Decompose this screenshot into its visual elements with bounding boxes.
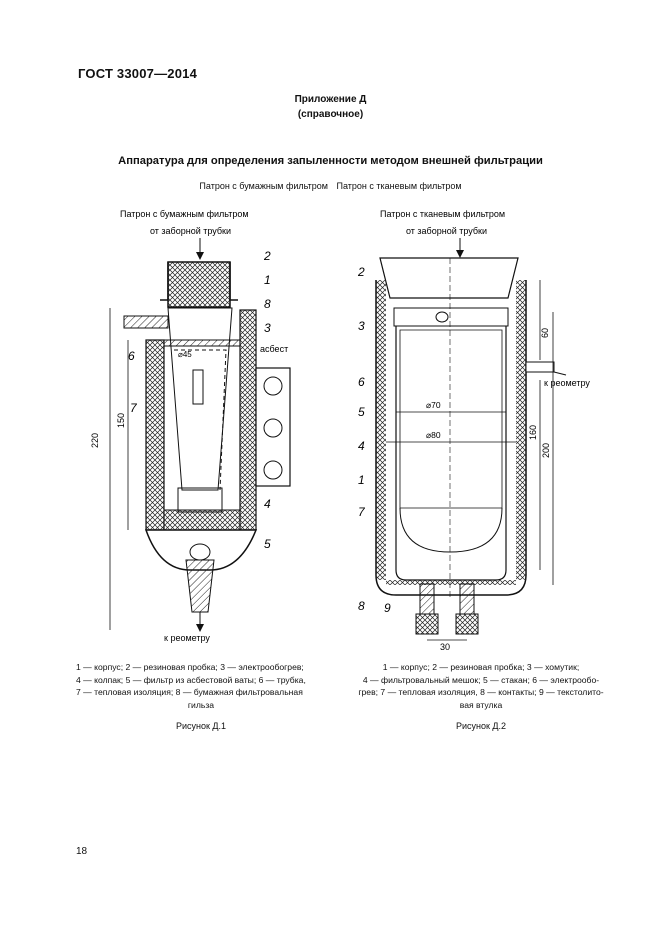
section-title: Аппаратура для определения запыленности … (118, 155, 543, 167)
figure-paper-filter-drawing: Патрон с бумажным фильтром от заборной т… (90, 209, 291, 643)
fig1-caption-line: 7 — тепловая изоляция; 8 — бумажная филь… (76, 687, 303, 697)
fig2-dim-30: 30 (440, 642, 450, 650)
fig1-dim-d45: ⌀45 (178, 350, 192, 359)
annex-type: (справочное) (297, 109, 364, 120)
fig1-callout-8: 8 (264, 297, 271, 311)
fig2-callout-4: 4 (358, 439, 365, 453)
subtitle-fabric: Патрон с тканевым фильтром (336, 181, 462, 191)
subtitle-paper: Патрон с бумажным фильтром (199, 181, 328, 191)
fig2-callout-7: 7 (358, 505, 366, 519)
fig1-inlet-label: от заборной трубки (150, 226, 231, 236)
fig2-callout-6: 6 (358, 375, 365, 389)
page-number: 18 (76, 846, 88, 857)
fig1-label: Рисунок Д.1 (175, 721, 227, 731)
fig1-callout-6: 6 (128, 349, 135, 363)
fig1-callout-5: 5 (264, 537, 271, 551)
annex-title: Приложение Д (294, 94, 367, 105)
fig1-dim-150: 150 (116, 413, 126, 428)
fig2-caption: 1 — корпус; 2 — резиновая пробка; 3 — хо… (346, 661, 616, 711)
fig1-asbestos-label: асбест (260, 344, 288, 354)
fig1-caption-line: гильза (187, 699, 215, 710)
fig2-dim-d70: ⌀70 (426, 400, 441, 410)
fig2-callout-1: 1 (358, 473, 365, 487)
fig1-heading: Патрон с бумажным фильтром (120, 209, 249, 219)
fig2-heading: Патрон с тканевым фильтром (380, 209, 505, 219)
fig1-caption-line: 1 — корпус; 2 — резиновая пробка; 3 — эл… (76, 662, 304, 672)
subtitles-row: Патрон с бумажным фильтром Патрон с ткан… (0, 181, 661, 191)
fig1-caption-line: 4 — колпак; 5 — фильтр из асбестовой ват… (76, 674, 306, 685)
fig2-outlet-label: к реометру (544, 378, 590, 388)
document-code: ГОСТ 33007—2014 (78, 66, 197, 81)
annex-block: Приложение Д (справочное) (0, 92, 661, 122)
fig2-inlet-label: от заборной трубки (406, 226, 487, 236)
fig2-caption-line: 1 — корпус; 2 — резиновая пробка; 3 — хо… (382, 662, 580, 672)
figure-fabric-filter-drawing: Патрон с тканевым фильтром от заборной т… (357, 209, 590, 652)
fig1-outlet-label: к реометру (164, 633, 210, 643)
fig2-dim-200: 200 (541, 443, 551, 458)
fig1-caption: 1 — корпус; 2 — резиновая пробка; 3 — эл… (76, 661, 326, 711)
fig1-callout-2: 2 (263, 249, 271, 263)
fig2-callout-2: 2 (357, 265, 365, 279)
fig2-caption-line: грев; 7 — тепловая изоляция, 8 — контакт… (358, 687, 604, 697)
fig2-dim-d80: ⌀80 (426, 430, 441, 440)
fig2-callout-8: 8 (358, 599, 365, 613)
fig1-callout-4: 4 (264, 497, 271, 511)
fig2-dim-60: 60 (540, 328, 550, 338)
figure-paper-filter: Патрон с бумажным фильтром от заборной т… (60, 200, 330, 650)
fig2-caption-line: 4 — фильтровальный мешок; 5 — стакан; 6 … (362, 674, 600, 685)
fig2-caption-line: вая втулка (459, 699, 503, 710)
fig1-callout-3: 3 (264, 321, 271, 335)
fig2-callout-3: 3 (358, 319, 365, 333)
fig2-callout-9: 9 (384, 601, 391, 615)
figure-fabric-filter: Патрон с тканевым фильтром от заборной т… (340, 200, 610, 652)
fig2-label: Рисунок Д.2 (455, 721, 507, 731)
fig2-callout-5: 5 (358, 405, 365, 419)
fig1-callout-1: 1 (264, 273, 271, 287)
fig1-callout-7: 7 (130, 401, 138, 415)
fig2-dim-160: 160 (528, 425, 538, 440)
fig1-dim-220: 220 (90, 433, 100, 448)
